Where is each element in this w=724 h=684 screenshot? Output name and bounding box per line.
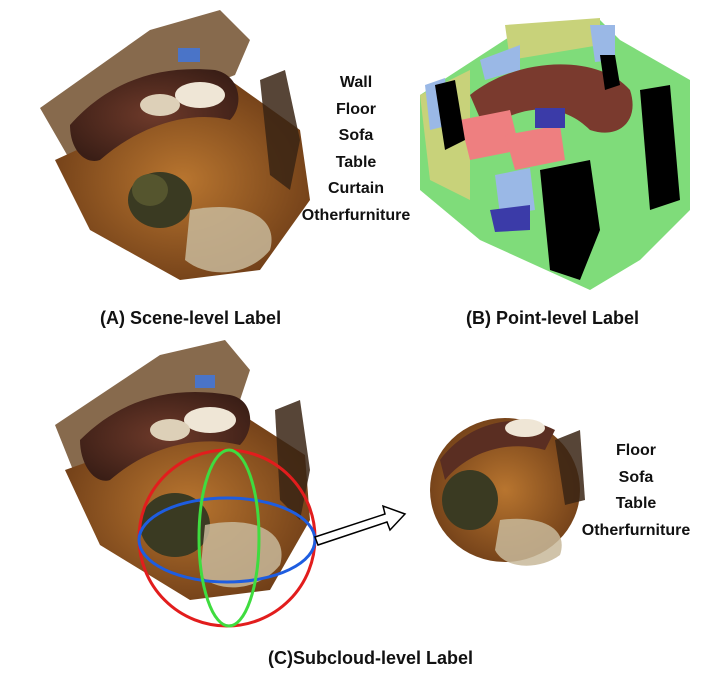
scene-label-otherfurniture: Otherfurniture <box>301 206 411 224</box>
horizontal-ring <box>137 496 317 584</box>
scene-label-sofa: Sofa <box>338 127 374 144</box>
scene-label-table: Table <box>335 153 377 171</box>
arrow-icon <box>314 504 407 546</box>
vertical-ring <box>197 448 261 628</box>
subcloud-label-otherfurniture: Otherfurniture <box>581 521 691 539</box>
caption-point-level: (B) Point-level Label <box>466 308 640 328</box>
caption-scene-level: (A) Scene-level Label <box>100 308 282 328</box>
subcloud-label-table: Table <box>615 495 657 512</box>
scene-label-curtain: Curtain <box>328 180 384 197</box>
subcloud-label-floor: Floor <box>616 442 656 459</box>
scene-label-wall: Wall <box>339 74 373 91</box>
subcloud-level-label-list: Floor Sofa Table Otherfurniture <box>566 438 706 544</box>
scene-level-label-list: Wall Floor Sofa Table Curtain Otherfurni… <box>286 70 426 229</box>
subcloud-label-sofa: Sofa <box>618 468 654 486</box>
caption-subcloud-level: (C)Subcloud-level Label <box>268 648 474 668</box>
scene-label-floor: Floor <box>336 100 376 118</box>
